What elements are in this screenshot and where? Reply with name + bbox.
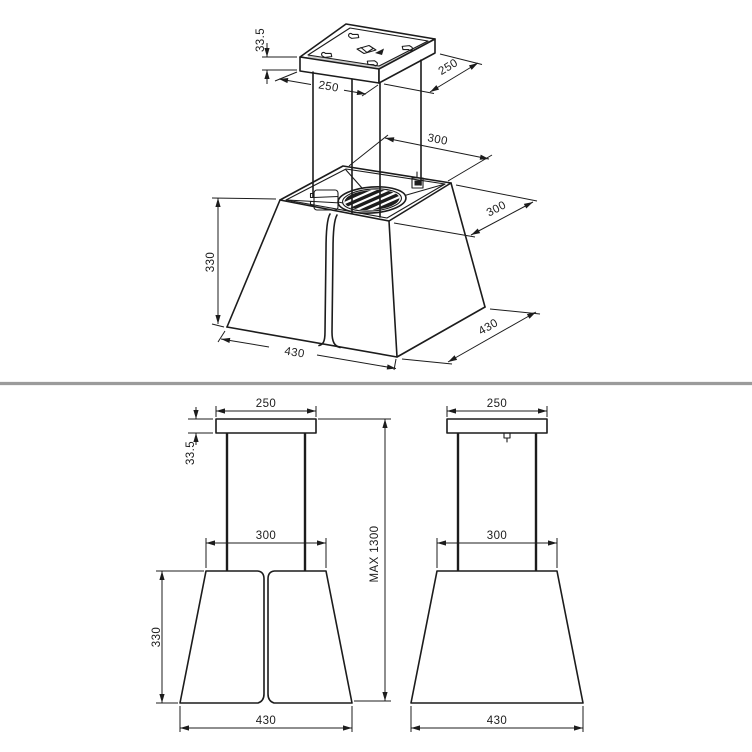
iso-dim-bottom-width-label: 430 [283,346,305,361]
front-dim-bottom-width-label: 430 [256,715,276,727]
front-ceiling-plate [215,418,317,434]
front-dim-plate-width-label: 250 [256,398,276,410]
front-chimney-rods [225,433,307,571]
plate-side-right [378,38,436,84]
front-dim-top-width-label: 300 [256,530,276,542]
junction-box [309,189,344,211]
exhaust-grille [337,186,407,214]
side-dim-top-width-label: 300 [487,530,507,542]
front-hood-panel-right [267,570,353,704]
iso-dim-plate-width-label: 250 [317,79,339,94]
iso-dim-top-width-label: 300 [426,132,448,148]
ceiling-mount-plate [299,23,436,84]
chimney-posts [312,59,422,218]
front-hood-panel-left [179,570,265,704]
iso-dim-plate-thickness-label: 33.5 [255,28,267,52]
side-dimensions: 250 300 430 [410,398,584,732]
front-dim-max-height-label: MAX 1300 [369,526,381,583]
side-ceiling-plate [446,418,548,434]
side-dim-plate-width-label: 250 [487,398,507,410]
hood-top-rim-inner [285,168,446,219]
side-cable-hook [503,432,511,443]
hood-body [226,59,486,358]
front-elevation-view: 250 33.5 300 330 430 MA [151,398,391,732]
front-dim-body-height-label: 330 [151,627,163,647]
front-dim-plate-thickness-label: 33.5 [185,441,197,465]
side-dim-bottom-width-label: 430 [487,715,507,727]
side-hood-body [410,570,584,704]
side-chimney-rods [456,433,538,571]
grille-disk [344,189,400,211]
isometric-view: 33.5 250 250 300 300 33 [205,23,541,371]
iso-dim-body-height-label: 330 [205,252,217,272]
iso-dim-plate-depth-label: 250 [437,57,461,78]
side-elevation-view: 250 300 430 [410,398,584,732]
hood-silhouette [227,166,485,357]
plate-recess-edge [307,27,429,67]
duct-knockout [356,44,384,55]
direction-arrow-icon [375,48,384,55]
front-dimensions: 250 33.5 300 330 430 MA [151,398,391,732]
